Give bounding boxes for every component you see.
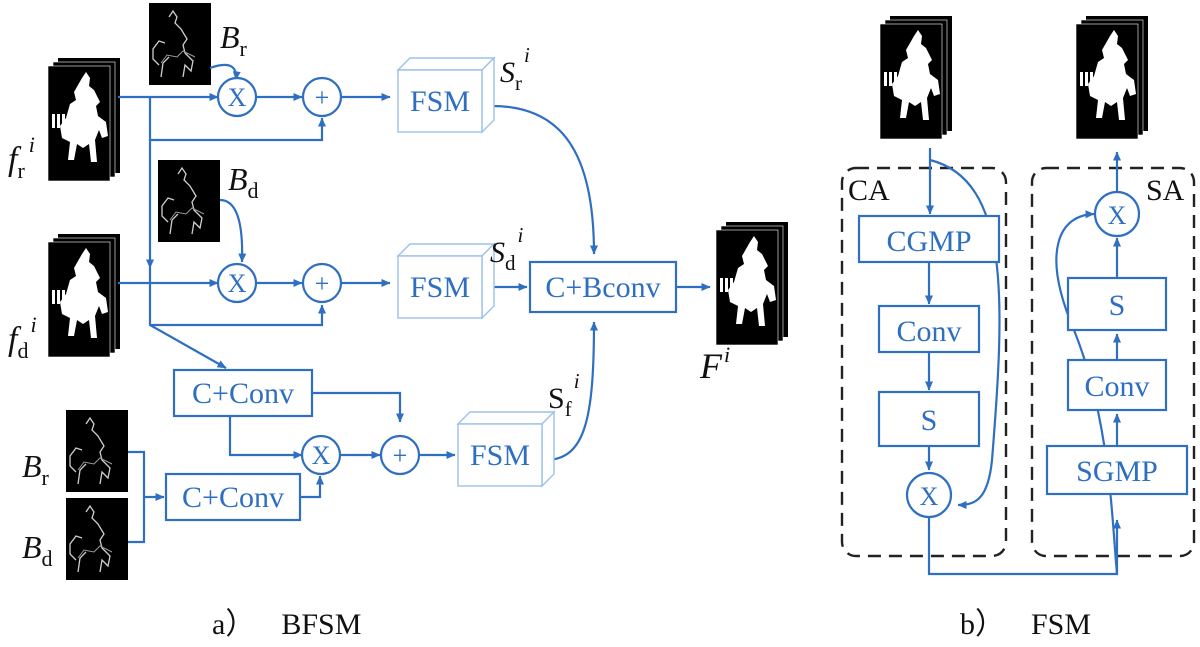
multiply-op-ca: X xyxy=(905,471,953,519)
fused-output-map xyxy=(715,221,789,346)
output-F-label: Fi xyxy=(699,342,730,386)
svg-text:FSM: FSM xyxy=(470,439,530,472)
cconv-b-to-mult xyxy=(300,475,324,499)
multiply-op-sa: X xyxy=(1093,190,1141,238)
ca-to-sgmp xyxy=(927,517,1121,576)
s-block-ca: S xyxy=(877,390,981,448)
bd-bottom-label: Bd xyxy=(22,529,53,571)
svg-text:X: X xyxy=(228,269,247,298)
svg-text:C+Bconv: C+Bconv xyxy=(545,271,660,304)
ca-bypass-to-sa-mult xyxy=(1055,210,1119,575)
depth-feature-map xyxy=(47,233,121,358)
sr-label: Sri xyxy=(500,43,530,95)
fd-label: fdi xyxy=(8,312,37,363)
svg-text:X: X xyxy=(1108,201,1127,230)
fsm-block-top: FSM xyxy=(397,57,495,133)
add-op-mid: + xyxy=(301,262,343,304)
bd-to-mult-mid xyxy=(219,198,247,263)
svg-text:Conv: Conv xyxy=(1084,370,1149,403)
fsm-block-mid: FSM xyxy=(397,243,495,319)
residual-top xyxy=(148,97,326,142)
depth-boundary-map-bottom xyxy=(65,497,129,581)
svg-text:S: S xyxy=(921,404,938,437)
multiply-op-mid: X xyxy=(216,262,258,304)
bfsm-panel: fri fdi Br Bd Br Bd xyxy=(8,2,789,641)
svg-text:FSM: FSM xyxy=(410,271,470,304)
cbconv-block: C+Bconv xyxy=(528,260,678,314)
fsm-input-map xyxy=(879,15,953,140)
conv-block-ca: Conv xyxy=(877,304,981,354)
caption-a: a）BFSM xyxy=(212,608,361,641)
svg-text:X: X xyxy=(312,441,331,470)
cconv-block-lower: C+Conv xyxy=(164,472,302,522)
s-block-sa: S xyxy=(1066,276,1168,332)
br-top-label: Br xyxy=(220,19,248,61)
sgmp-block: SGMP xyxy=(1045,444,1189,496)
sf-to-cbconv xyxy=(544,321,598,462)
svg-text:C+Conv: C+Conv xyxy=(182,481,284,514)
cgmp-block: CGMP xyxy=(857,214,1001,264)
sr-to-cbconv xyxy=(491,104,598,255)
conv-block-sa: Conv xyxy=(1066,358,1168,412)
svg-text:+: + xyxy=(315,83,330,112)
input-bypass-to-mult xyxy=(929,158,1001,509)
boundary-bracket xyxy=(128,450,146,544)
multiply-op-top: X xyxy=(216,76,258,118)
svg-text:+: + xyxy=(315,269,330,298)
rgb-boundary-map-bottom xyxy=(65,409,129,493)
multiply-op-bottom: X xyxy=(300,434,342,476)
ca-label: CA xyxy=(848,174,890,207)
fsm-panel: CA SA CGMP Conv S X SGMP xyxy=(840,15,1196,641)
sa-group xyxy=(1030,166,1196,558)
br-bottom-label: Br xyxy=(22,448,50,490)
add-op-bottom: + xyxy=(379,434,421,476)
svg-text:X: X xyxy=(228,83,247,112)
fsm-output-map xyxy=(1075,15,1149,140)
depth-boundary-map-mid xyxy=(157,159,221,243)
cconv-to-add-bottom xyxy=(312,391,404,423)
fr-label: fri xyxy=(8,132,35,183)
svg-text:C+Conv: C+Conv xyxy=(192,377,294,410)
svg-text:CGMP: CGMP xyxy=(886,225,971,258)
residual-mid xyxy=(150,304,326,327)
ca-group xyxy=(840,166,1008,558)
caption-b: b）FSM xyxy=(960,608,1091,641)
br-to-mult-top xyxy=(209,63,241,81)
svg-text:S: S xyxy=(1109,289,1126,322)
svg-text:FSM: FSM xyxy=(410,85,470,118)
svg-text:Conv: Conv xyxy=(896,315,961,348)
rgb-feature-map xyxy=(47,57,121,182)
svg-text:+: + xyxy=(393,441,408,470)
rgb-boundary-map-top xyxy=(148,2,212,86)
cconv-to-mult-bottom xyxy=(228,410,303,459)
bd-mid-label: Bd xyxy=(228,161,259,203)
svg-text:SGMP: SGMP xyxy=(1076,455,1158,488)
sd-label: Sdi xyxy=(490,223,524,275)
fsm-block-bottom: FSM xyxy=(457,411,555,487)
cconv-block-upper: C+Conv xyxy=(172,368,314,418)
sf-label: Sfi xyxy=(548,369,580,421)
add-op-top: + xyxy=(301,76,343,118)
svg-text:X: X xyxy=(920,482,939,511)
sa-label: SA xyxy=(1146,174,1185,207)
